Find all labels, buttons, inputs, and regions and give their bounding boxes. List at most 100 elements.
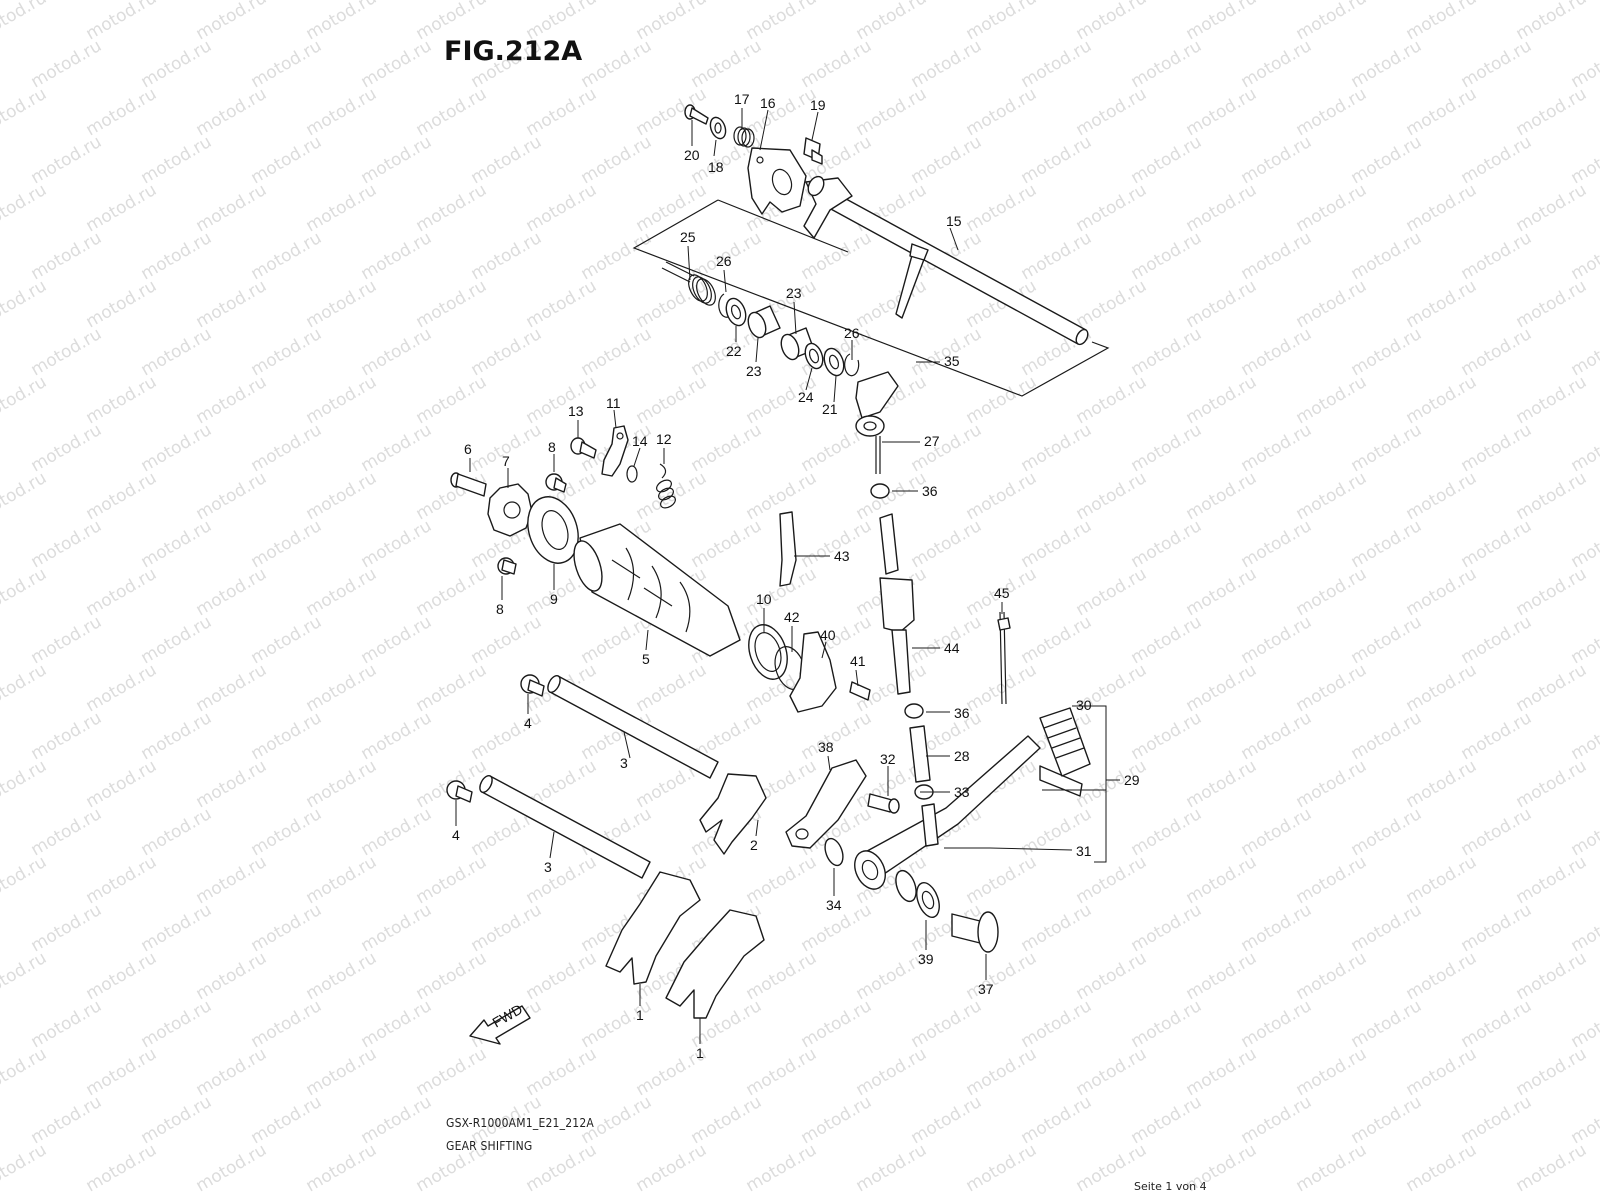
callout-4: 4	[524, 715, 532, 731]
gearshift-cam-drum	[573, 523, 741, 657]
plate-spring	[733, 126, 755, 148]
bolt-37	[951, 911, 999, 953]
stopper-spring	[656, 463, 676, 509]
bolt-35	[895, 243, 929, 319]
stud-bolt-19	[803, 137, 823, 165]
gearshift-cam-assembly	[450, 425, 871, 713]
callout-24: 24	[798, 389, 814, 405]
callout-10: 10	[756, 591, 772, 607]
callout-1: 1	[636, 1007, 644, 1023]
callout-6: 6	[464, 441, 472, 457]
nut-36a	[870, 483, 890, 499]
callout-38: 38	[818, 739, 834, 755]
oil-seal-24	[804, 342, 824, 370]
link-lever	[785, 759, 867, 849]
shift-shaft-assembly	[632, 104, 1110, 474]
callout-37: 37	[978, 981, 994, 997]
callout-8: 8	[496, 601, 504, 617]
forward-direction-marker: FWD	[469, 1001, 531, 1045]
callout-34: 34	[826, 897, 842, 913]
callout-1: 1	[696, 1045, 704, 1061]
rod-joint	[909, 725, 931, 783]
callout-22: 22	[726, 343, 742, 359]
guide-43	[779, 511, 797, 587]
gearshift-fork-1a	[605, 871, 701, 985]
callout-35: 35	[944, 353, 960, 369]
leader-lines	[455, 108, 1120, 1044]
cable-clamp	[997, 611, 1011, 705]
model-code: GSX-R1000AM1_E21_212A	[446, 1116, 594, 1130]
gearshift-lever	[854, 735, 1083, 890]
callout-4: 4	[452, 827, 460, 843]
callout-8: 8	[548, 439, 556, 455]
callout-labels: 17 16 19 20 18 15 25 26 23 26 22 23 35 2…	[452, 91, 1140, 1061]
gearshift-forks	[446, 674, 767, 1019]
bolt-32	[867, 793, 900, 814]
fork-shaft-3b	[479, 775, 651, 879]
callout-19: 19	[810, 97, 826, 113]
callout-7: 7	[502, 453, 510, 469]
washer-22	[725, 297, 747, 327]
callout-28: 28	[954, 748, 970, 764]
bolt-13	[570, 437, 597, 459]
callout-2: 2	[750, 837, 758, 853]
callout-3: 3	[620, 755, 628, 771]
gearshift-rod	[879, 513, 915, 695]
gearshift-fork-2	[699, 773, 767, 855]
callout-13: 13	[568, 403, 584, 419]
cam-pin-6	[450, 472, 487, 497]
washer-39	[916, 882, 940, 918]
gearshift-link-assembly	[785, 483, 1091, 953]
washer-18	[709, 116, 727, 140]
washer-34	[824, 837, 844, 867]
callout-15: 15	[946, 213, 962, 229]
shift-pedal-rubber	[1039, 707, 1091, 777]
callout-16: 16	[760, 95, 776, 111]
section-name: GEAR SHIFTING	[446, 1139, 533, 1153]
callout-36: 36	[954, 705, 970, 721]
bushing-23b	[780, 327, 815, 361]
gearshift-arm	[855, 371, 899, 474]
callout-3: 3	[544, 859, 552, 875]
callout-23: 23	[746, 363, 762, 379]
fork-shaft-3a	[547, 675, 719, 779]
callout-29: 29	[1124, 772, 1140, 788]
callout-43: 43	[834, 548, 850, 564]
bolt-8b	[497, 557, 517, 575]
callout-9: 9	[550, 591, 558, 607]
figure-title: FIG.212A	[444, 36, 583, 67]
callout-40: 40	[820, 627, 836, 643]
callout-36: 36	[922, 483, 938, 499]
callout-41: 41	[850, 653, 866, 669]
callout-11: 11	[606, 395, 621, 411]
bushing-23a	[747, 305, 781, 339]
bolt-4a	[520, 674, 545, 697]
assembly-frame	[632, 199, 1110, 397]
page-indicator: Seite 1 von 4	[1134, 1180, 1207, 1193]
gearshift-shaft	[803, 175, 1089, 346]
circlip-26b	[844, 353, 860, 377]
bolt-41	[849, 681, 871, 701]
callout-26: 26	[844, 325, 860, 341]
callout-45: 45	[994, 585, 1010, 601]
callout-33: 33	[954, 784, 970, 800]
cam-stopper-arm	[601, 425, 629, 477]
callout-44: 44	[944, 640, 960, 656]
callout-26: 26	[716, 253, 732, 269]
callout-23: 23	[786, 285, 802, 301]
callout-17: 17	[734, 91, 750, 107]
callout-42: 42	[784, 609, 800, 625]
bolt-20	[684, 104, 709, 125]
bolt-8a	[545, 473, 567, 493]
callout-14: 14	[632, 433, 648, 449]
callout-31: 31	[1076, 843, 1092, 859]
callout-27: 27	[924, 433, 940, 449]
callout-18: 18	[708, 159, 724, 175]
cam-bearing-10	[748, 624, 788, 680]
callout-12: 12	[656, 431, 672, 447]
callout-25: 25	[680, 229, 696, 245]
callout-32: 32	[880, 751, 896, 767]
cam-stopper-plate	[789, 631, 837, 713]
callout-39: 39	[918, 951, 934, 967]
